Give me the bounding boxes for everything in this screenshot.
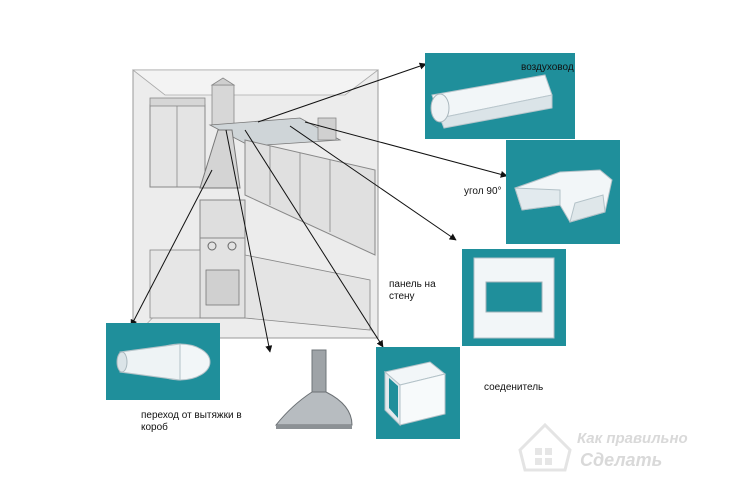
panel-transition (106, 323, 220, 400)
panel-wall (462, 249, 566, 346)
label-duct: воздуховод (521, 62, 574, 73)
arrow-corner (304, 121, 508, 178)
arrow-wall-panel (289, 125, 457, 241)
arrow-duct (257, 62, 427, 123)
arrow-connector (244, 129, 384, 348)
label-corner: угол 90° (464, 186, 502, 197)
watermark-line-1: Как правильно (577, 430, 688, 447)
range-hood-icon (274, 349, 353, 429)
panel-connector (376, 347, 460, 439)
watermark-line-2: Сделать (580, 450, 663, 470)
kitchen-sketch (131, 69, 380, 339)
pointer-arrows (130, 62, 508, 353)
house-logo-icon (518, 422, 572, 472)
arrow-transition (130, 169, 213, 327)
label-connector: соеденитель (484, 382, 544, 393)
label-wall-panel: панель на стену (389, 279, 436, 302)
label-transition: переход от вытяжки в короб (141, 410, 242, 433)
panel-corner (506, 140, 620, 244)
arrow-hood (225, 129, 273, 353)
panel-duct (425, 53, 575, 139)
